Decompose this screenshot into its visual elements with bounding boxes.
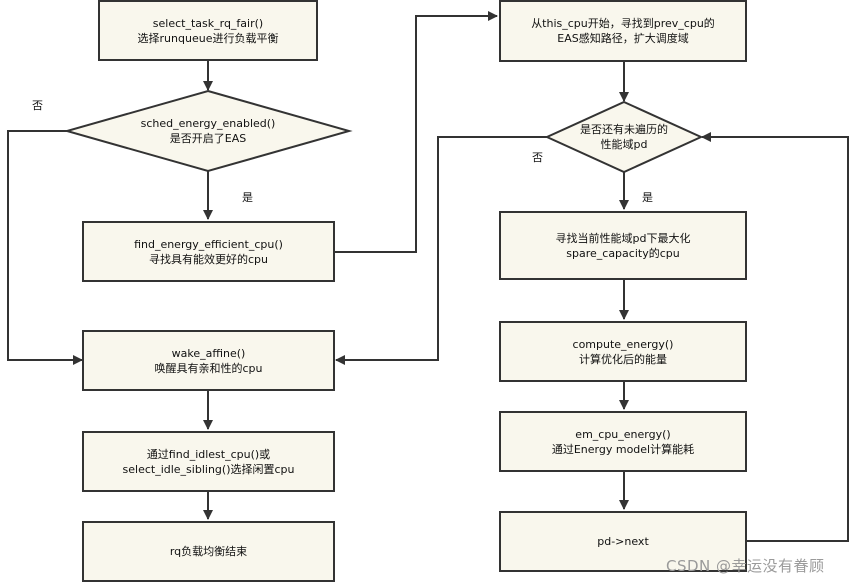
node-line: pd->next <box>597 535 649 548</box>
node-line: compute_energy() <box>572 337 674 351</box>
node-line: 是否开启了EAS <box>169 132 247 145</box>
node-pd-next: pd->next <box>499 511 747 572</box>
node-line: 通过Energy model计算能耗 <box>551 442 695 456</box>
node-line: 寻找具有能效更好的cpu <box>148 252 268 266</box>
node-line: 通过find_idlest_cpu()或 <box>146 447 271 461</box>
node-line: 计算优化后的能量 <box>579 352 667 366</box>
node-line: 选择runqueue进行负载平衡 <box>137 31 279 45</box>
node-select-task-rq-fair: select_task_rq_fair() 选择runqueue进行负载平衡 <box>98 0 318 61</box>
node-compute-energy: compute_energy() 计算优化后的能量 <box>499 321 747 382</box>
watermark: CSDN @幸运没有眷顾 <box>666 557 825 575</box>
edge-label-no-right: 否 <box>532 151 543 164</box>
node-line: wake_affine() <box>171 346 246 360</box>
node-line: select_idle_sibling()选择闲置cpu <box>122 462 295 476</box>
node-line: EAS感知路径，扩大调度域 <box>557 32 689 45</box>
node-line: 寻找当前性能域pd下最大化 <box>555 231 691 245</box>
edge-next-loop <box>701 132 849 542</box>
edge-find-energy-to-eas <box>334 11 498 253</box>
node-line: select_task_rq_fair() <box>152 16 264 30</box>
node-line: 唤醒具有亲和性的cpu <box>154 361 263 375</box>
node-from-this-cpu: 从this_cpu开始，寻找到prev_cpu的 EAS感知路径，扩大调度域 <box>499 0 747 62</box>
edge-label-no-left: 否 <box>32 99 43 112</box>
node-line: 性能域pd <box>600 138 648 151</box>
node-line: rq负载均衡结束 <box>169 545 248 558</box>
node-find-energy-efficient-cpu: find_energy_efficient_cpu() 寻找具有能效更好的cpu <box>82 221 335 282</box>
node-line: spare_capacity的cpu <box>566 246 680 260</box>
edge-decision-no-right <box>335 136 547 365</box>
node-em-cpu-energy: em_cpu_energy() 通过Energy model计算能耗 <box>499 411 747 472</box>
node-line: 是否还有未遍历的 <box>580 123 668 136</box>
node-line: 从this_cpu开始，寻找到prev_cpu的 <box>531 17 715 30</box>
edge-label-yes-left: 是 <box>242 191 253 204</box>
node-wake-affine: wake_affine() 唤醒具有亲和性的cpu <box>82 330 335 391</box>
node-line: find_energy_efficient_cpu() <box>134 237 283 251</box>
node-line: sched_energy_enabled() <box>140 117 276 130</box>
decision-pd-remaining: 是否还有未遍历的 性能域pd <box>564 120 684 154</box>
node-select-idle-cpu: 通过find_idlest_cpu()或 select_idle_sibling… <box>82 431 335 492</box>
edge-decision-no <box>7 130 83 365</box>
node-line: em_cpu_energy() <box>575 427 671 441</box>
decision-sched-energy-enabled: sched_energy_enabled() 是否开启了EAS <box>108 111 308 151</box>
edge-label-yes-right: 是 <box>642 191 653 204</box>
node-find-max-spare-capacity: 寻找当前性能域pd下最大化 spare_capacity的cpu <box>499 211 747 280</box>
node-rq-balance-end: rq负载均衡结束 <box>82 521 335 582</box>
